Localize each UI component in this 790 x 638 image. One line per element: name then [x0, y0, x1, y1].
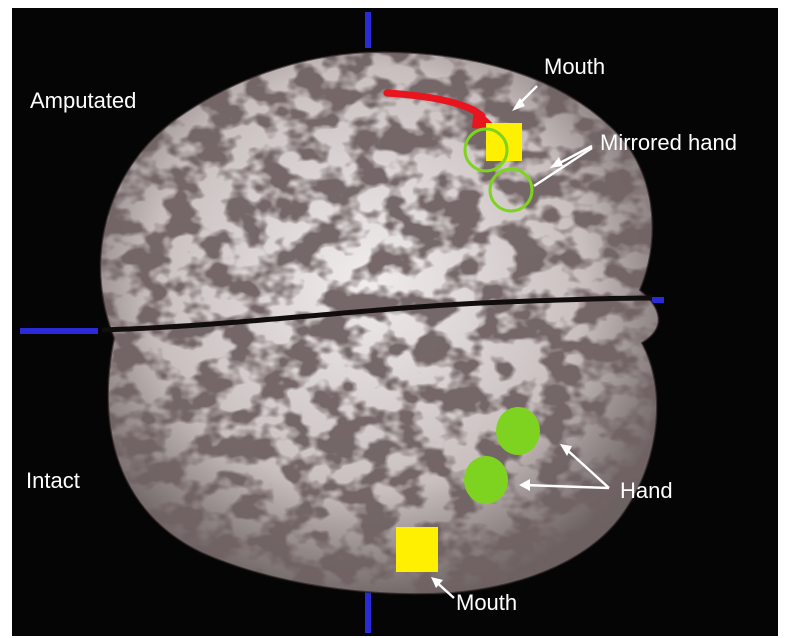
intact-label: Intact: [26, 470, 80, 492]
amputated-label: Amputated: [30, 90, 136, 112]
mirrored-hand-label: Mirrored hand: [600, 132, 737, 154]
crosshair-top: [365, 12, 371, 48]
mouth-marker-intact: [396, 527, 438, 572]
hand-marker-2: [464, 456, 508, 504]
hand-marker-1: [496, 407, 540, 455]
brain-surface: [72, 38, 692, 618]
mouth-label-bottom: Mouth: [456, 592, 517, 614]
brain-figure: Amputated Intact Mouth Mirrored hand Han…: [12, 8, 778, 636]
hand-label: Hand: [620, 480, 673, 502]
mouth-label-top: Mouth: [544, 56, 605, 78]
crosshair-left: [20, 328, 98, 334]
